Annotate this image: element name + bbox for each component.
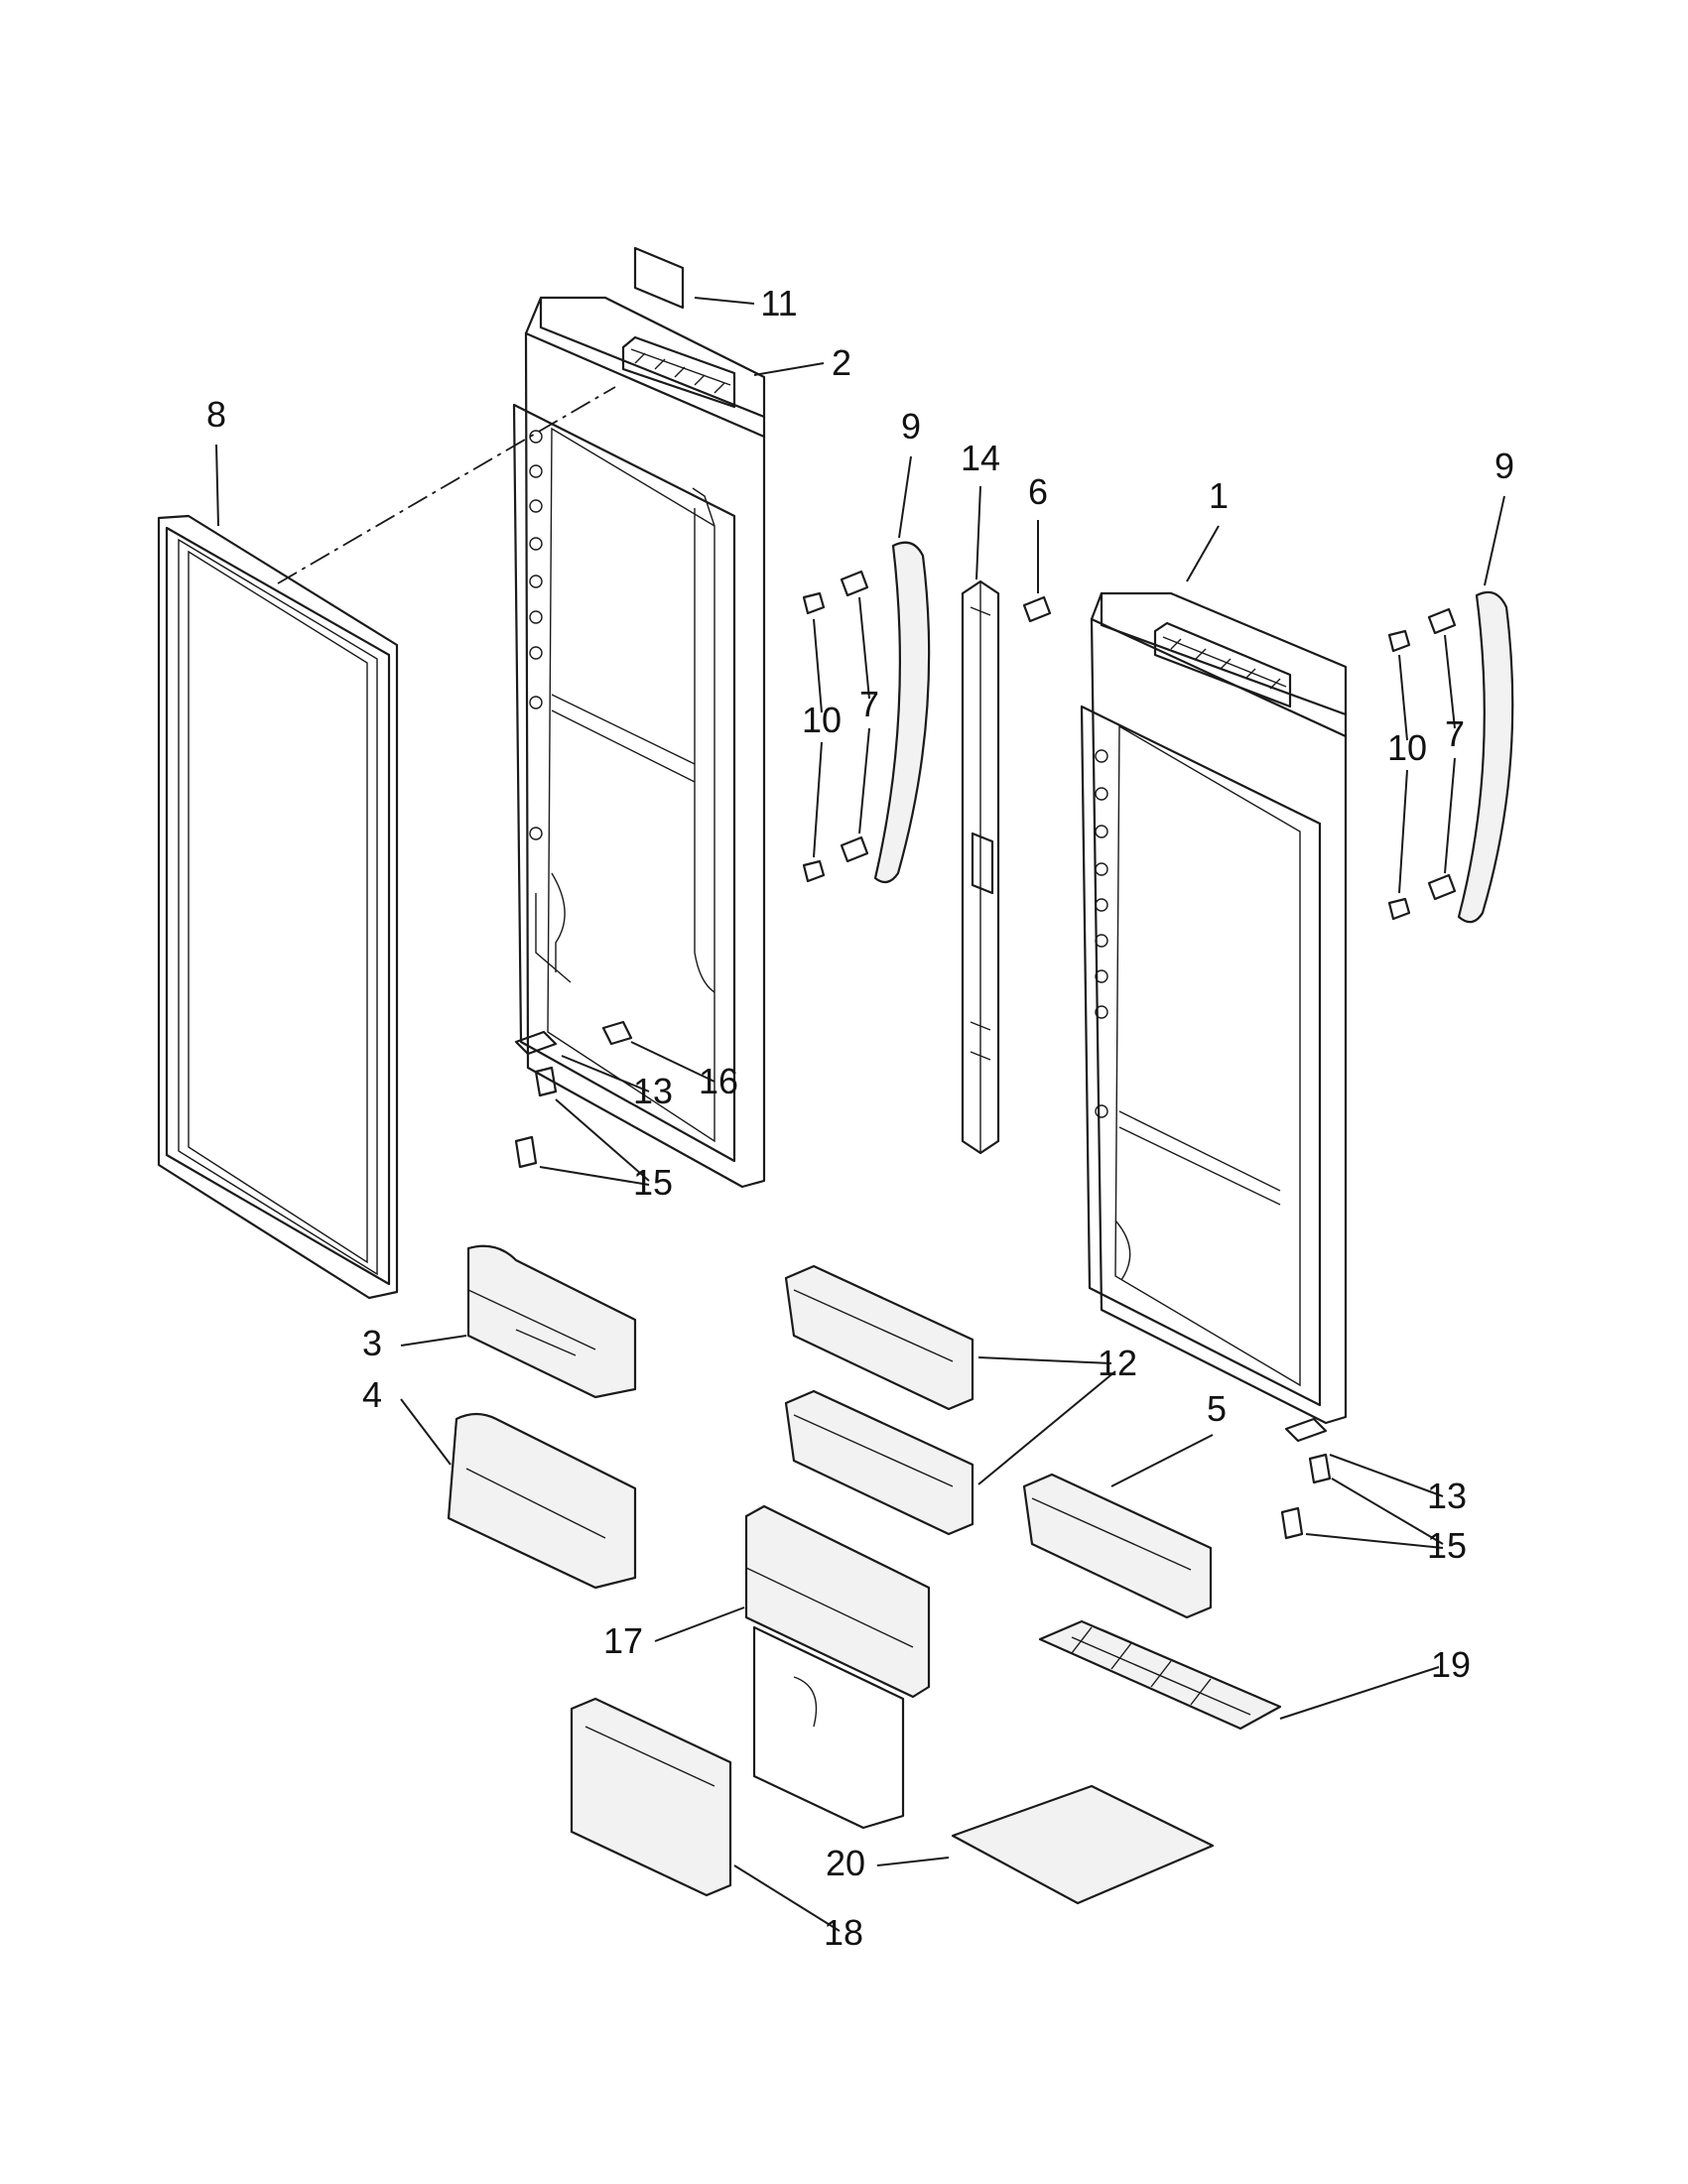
right-door <box>1080 591 1348 1425</box>
center-mullion <box>961 579 1000 1155</box>
callout-label-3: 3 <box>362 1323 382 1363</box>
handle-fasteners-right <box>1387 607 1457 921</box>
callout-label-6: 6 <box>1028 471 1048 512</box>
drip-tray-grate <box>1038 1619 1282 1731</box>
door-bin-lower <box>784 1389 974 1536</box>
callout-label-13: 13 <box>1427 1476 1467 1516</box>
callout-label-8: 8 <box>206 394 226 435</box>
door-bin-upper <box>784 1264 974 1411</box>
callout-label-7: 7 <box>859 684 879 724</box>
callout-label-17: 17 <box>603 1620 643 1661</box>
callout-label-10: 10 <box>802 700 842 740</box>
handle-right <box>1457 590 1514 924</box>
callout-label-20: 20 <box>826 1843 865 1883</box>
callout-label-7: 7 <box>1445 713 1465 754</box>
mullion-screw <box>1022 595 1052 623</box>
handle-left <box>873 541 931 884</box>
cover-plate <box>951 1784 1215 1905</box>
callout-label-4: 4 <box>362 1374 382 1415</box>
shelf-supports <box>529 430 543 840</box>
callout-label-14: 14 <box>961 438 1000 478</box>
callout-label-16: 16 <box>699 1061 738 1101</box>
callout-label-5: 5 <box>1207 1388 1227 1429</box>
callout-label-15: 15 <box>633 1162 673 1203</box>
callout-label-9: 9 <box>901 406 921 447</box>
callout-leaders <box>215 297 1505 1932</box>
handle-fasteners-left <box>802 570 869 883</box>
callout-label-15: 15 <box>1427 1525 1467 1566</box>
callout-label-9: 9 <box>1494 446 1514 486</box>
label-part <box>633 246 685 310</box>
shelf-supports-right <box>1095 749 1108 1118</box>
bin-insert <box>570 1697 732 1897</box>
callout-label-10: 10 <box>1387 727 1427 768</box>
alignment-line-gasket <box>277 386 616 584</box>
callout-label-13: 13 <box>633 1071 673 1111</box>
callout-label-18: 18 <box>824 1912 863 1953</box>
callout-label-19: 19 <box>1431 1644 1471 1685</box>
hinge-hardware-right <box>1280 1417 1332 1540</box>
dairy-bin <box>447 1412 637 1590</box>
callout-label-1: 1 <box>1209 475 1229 516</box>
door-gasket <box>157 514 399 1300</box>
callout-label-11: 11 <box>760 283 797 323</box>
hinge-hardware-left <box>514 1020 633 1169</box>
left-door <box>512 296 766 1189</box>
door-bin-small <box>1022 1473 1213 1619</box>
callout-label-2: 2 <box>832 342 851 383</box>
dairy-cover <box>466 1244 637 1399</box>
callout-label-12: 12 <box>1098 1343 1137 1383</box>
lower-door-bin <box>744 1504 931 1830</box>
